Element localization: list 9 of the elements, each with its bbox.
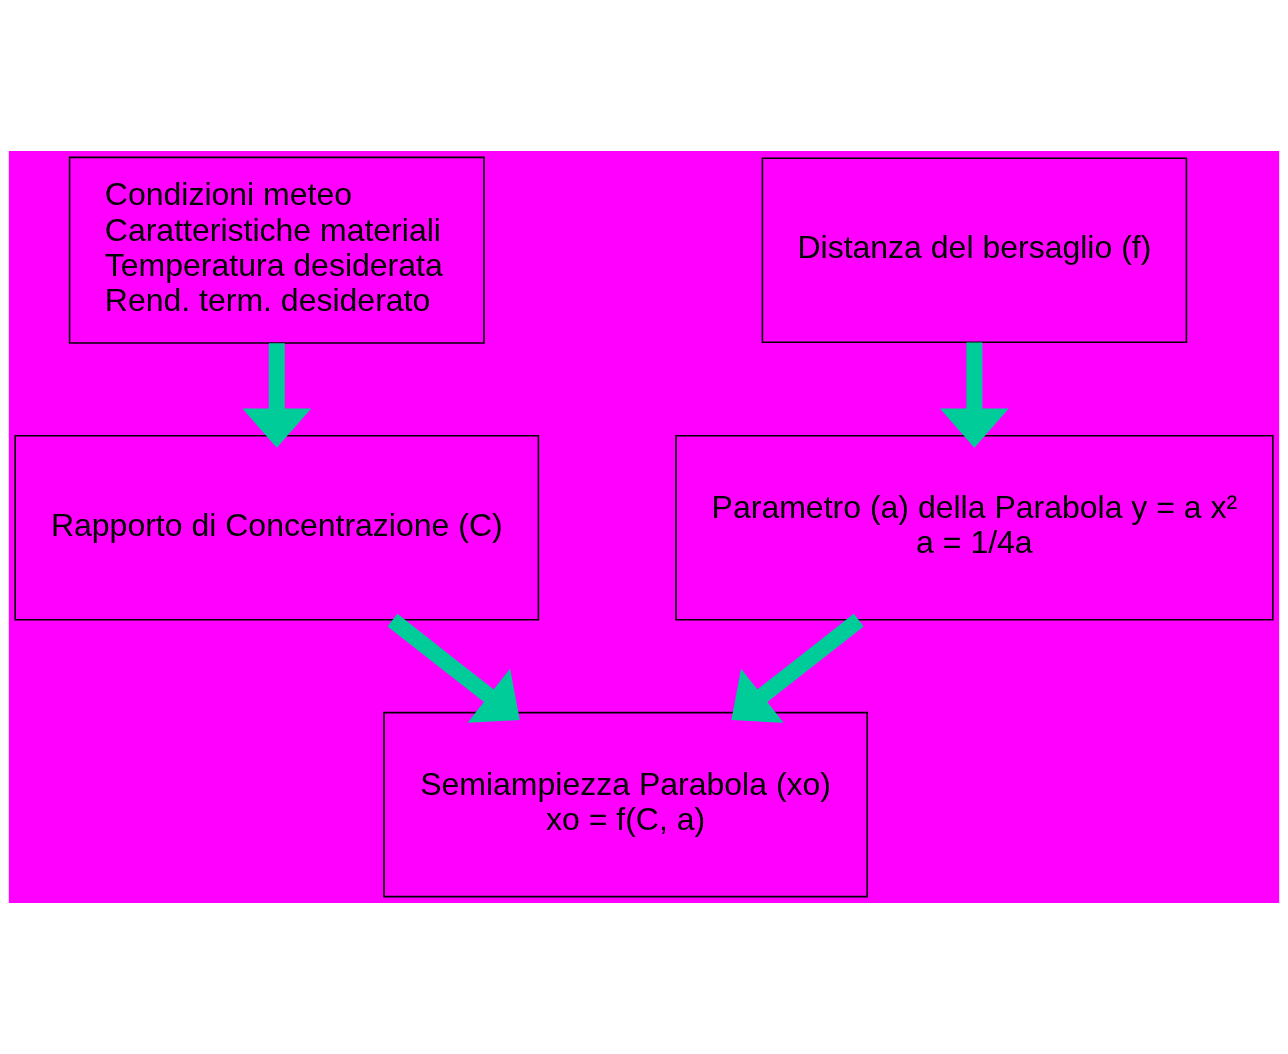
arrow xyxy=(387,613,520,723)
arrow xyxy=(242,343,312,448)
arrow xyxy=(939,342,1009,448)
node-box: Distanza del bersaglio (f) xyxy=(761,157,1188,343)
arrow xyxy=(731,613,864,723)
node-box: Condizioni meteo Caratteristiche materiali Temperatura desiderata Rend. term. desiderato xyxy=(68,156,485,344)
node-box: Rapporto di Concentrazione (C) xyxy=(14,435,540,621)
node-box: Semiampiezza Parabola (xo) xo = f(C, a) xyxy=(383,711,868,898)
node-box: Parametro (a) della Parabola y = a x² a = 1/4a xyxy=(675,435,1274,621)
